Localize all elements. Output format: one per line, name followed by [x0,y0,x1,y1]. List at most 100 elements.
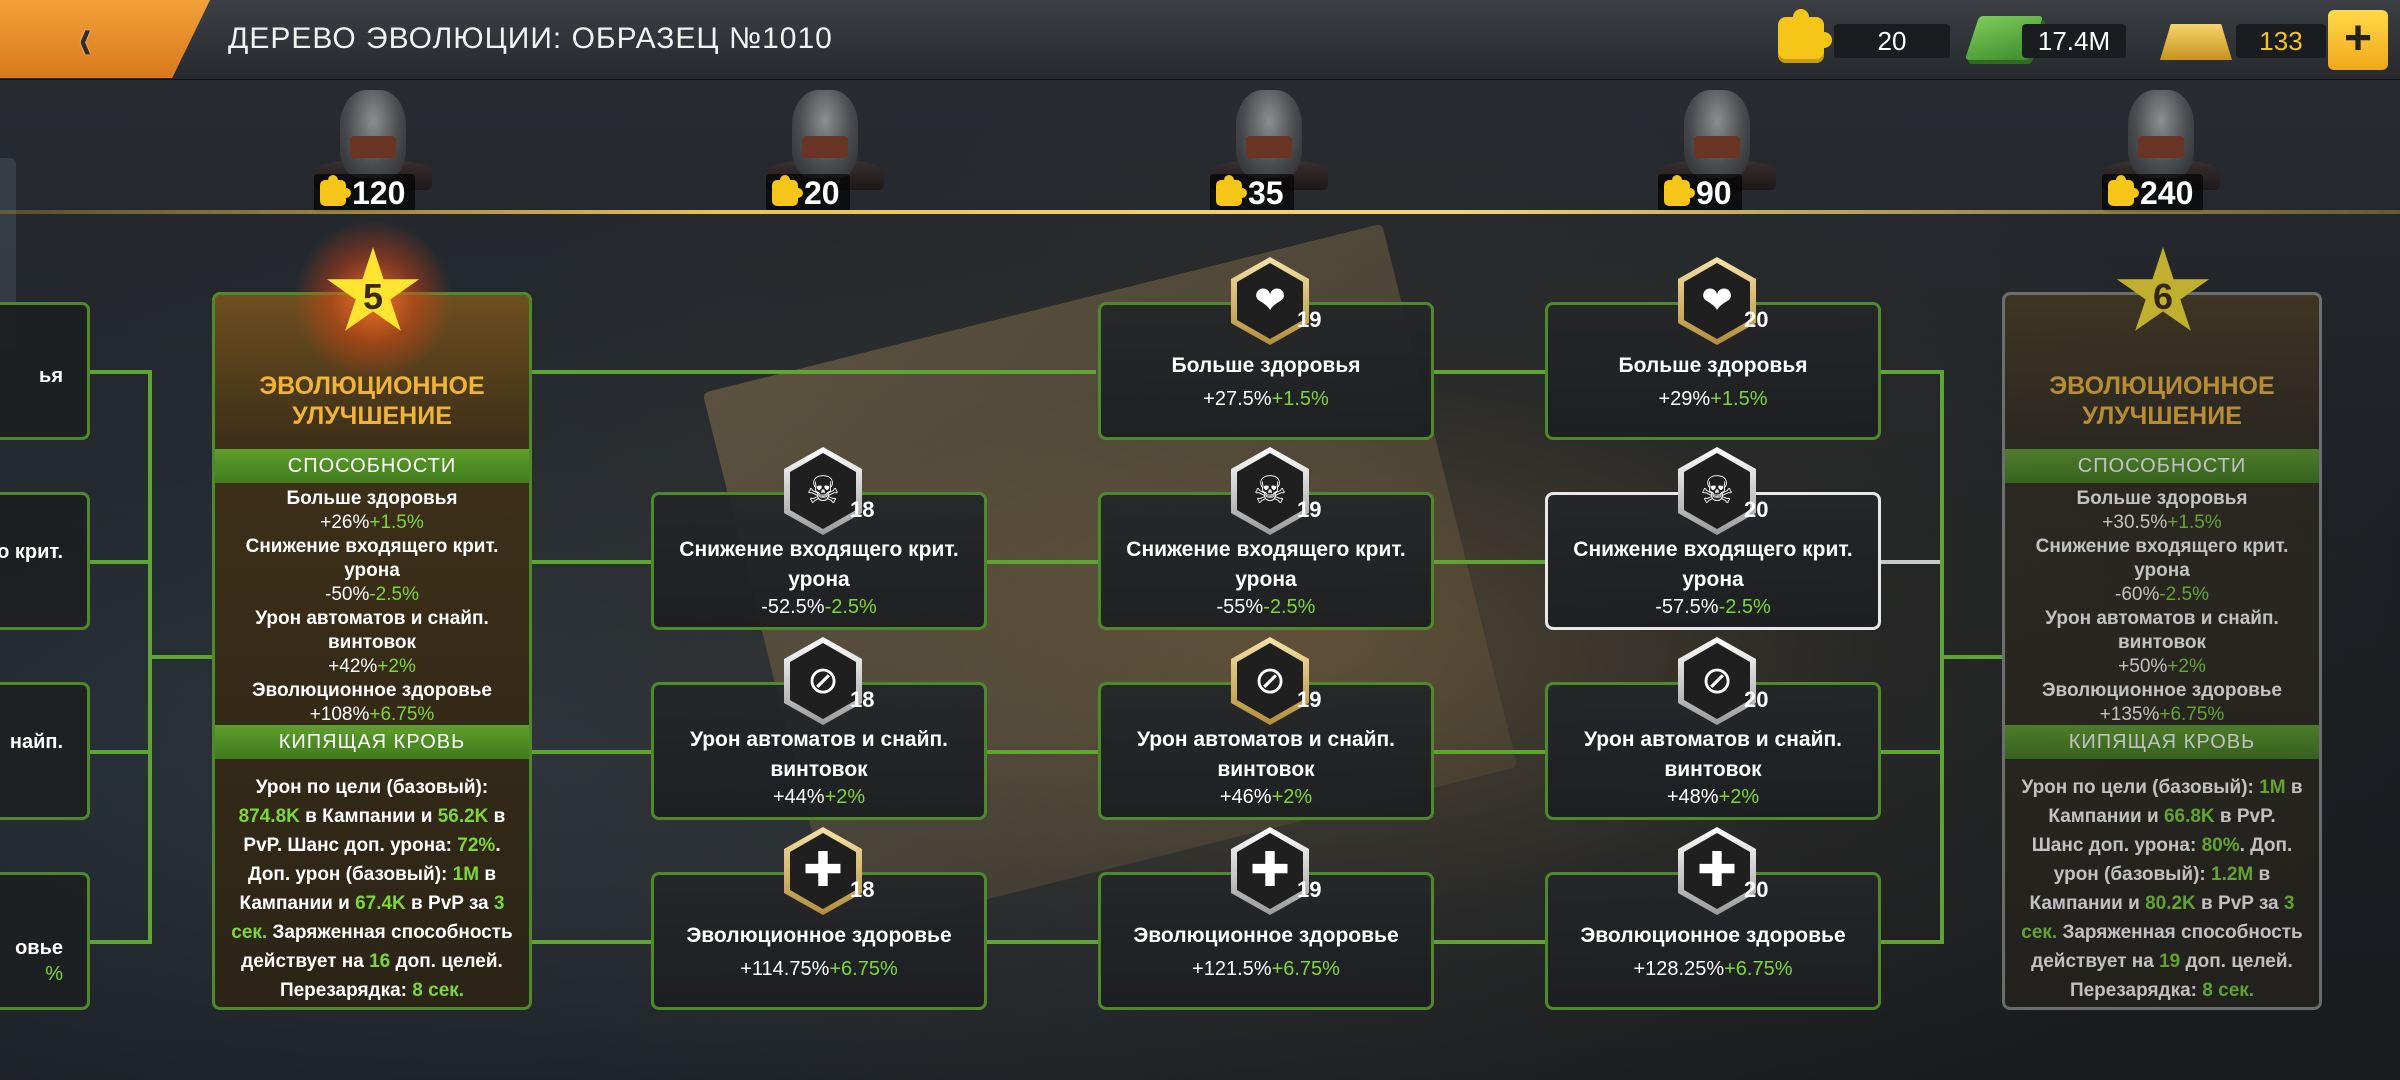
desc-line: Урон по цели (базовый): [255,777,489,798]
ability-name: Снижение входящего крит. [245,536,499,557]
puzzle-resource: 20 [1774,9,1954,66]
node-crit-reduction-19[interactable]: ☠ 19 Снижение входящего крит.урона -55%-… [1098,447,1434,630]
node-evo-health-19[interactable]: ✚ 19 Эволюционное здоровье +121.5%+6.75% [1098,827,1434,1010]
desc-value: 56.2K [437,806,489,827]
boiling-blood-description: Урон по цели (базовый): 1M в Кампании и … [2015,773,2309,1005]
back-button[interactable]: ‹ [0,0,210,78]
node-level: 19 [1297,877,1322,902]
node-title: Урон автоматов и снайп. винтовок [660,725,978,785]
partial-node-damage[interactable]: найп. [0,682,90,820]
node-health-19[interactable]: ❤ 19 Больше здоровья +27.5%+1.5% [1098,257,1434,440]
node-level: 18 [850,497,875,522]
zombie-face-icon [2128,90,2194,178]
node-title-line: винтовок [770,758,868,781]
desc-value: сек. [231,922,268,943]
ability-base: +30.5% [2102,512,2168,533]
node-bonus: -2.5% [824,596,877,618]
partial-node-evo-health[interactable]: овье % [0,872,90,1010]
zombie-mask [2138,136,2184,158]
ability-bonus: -2.5% [369,584,419,605]
puzzle-icon [1216,175,1247,206]
ability-base: +42% [328,656,378,677]
node-title-line: винтовок [1664,758,1762,781]
zombie-mask [350,136,396,158]
section-abilities: СПОСОБНОСТИ [2005,449,2319,483]
node-evo-health-18[interactable]: ✚ 18 Эволюционное здоровье +114.75%+6.75… [651,827,987,1010]
puzzle-icon [320,175,351,206]
node-rifle-damage-20[interactable]: ⊘ 20 Урон автоматов и снайп.винтовок +48… [1545,637,1881,820]
node-base: +128.25% [1633,958,1725,980]
node-crit-reduction-20-selected[interactable]: ☠ 20 Снижение входящего крит.урона -57.5… [1545,447,1881,630]
boiling-blood-description: Урон по цели (базовый): 874.8K в Кампани… [225,773,519,1005]
puzzle-icon [2108,175,2139,206]
partial-node-health[interactable]: ья [0,302,90,440]
node-rifle-damage-18[interactable]: ⊘ 18 Урон автоматов и снайп.винтовок +44… [651,637,987,820]
node-title: Эволюционное здоровье [1580,924,1846,947]
desc-text: Урон по цели (базовый): [2021,777,2260,798]
ability-name: урона [344,560,400,581]
node-value: +121.5%+6.75% [1101,958,1431,981]
tier-cost: 35 [1210,174,1294,212]
connector-line [1878,370,1944,374]
node-rifle-damage-19[interactable]: ⊘ 19 Урон автоматов и снайп.винтовок +46… [1098,637,1434,820]
connector-line [984,750,1100,754]
node-title-line: Урон автоматов и снайп. [689,728,949,751]
desc-text: Заряженная способность [2057,922,2303,943]
ability-base: +135% [2099,704,2160,725]
partial-node-label: овье [15,937,63,959]
connector-line [1430,560,1548,564]
node-health-20[interactable]: ❤ 20 Больше здоровья +29%+1.5% [1545,257,1881,440]
desc-value: 8 сек. [412,980,465,1001]
connector-line [1878,940,1944,944]
node-crit-reduction-18[interactable]: ☠ 18 Снижение входящего крит.урона -52.5… [651,447,987,630]
desc-value: сек. [2021,922,2058,943]
node-bonus: -2.5% [1718,596,1771,618]
partial-node-label: ья [39,365,63,387]
zombie-face-icon [340,90,406,178]
evo-card-current[interactable]: 5 ЭВОЛЮЦИОННОЕ УЛУЧШЕНИЕ СПОСОБНОСТИ Бол… [212,215,532,1010]
page-title: ДЕРЕВО ЭВОЛЮЦИИ: ОБРАЗЕЦ №1010 [228,22,833,55]
connector-line [90,750,152,754]
medical-cross-icon-badge: ✚ [1231,827,1309,915]
buy-gold-button[interactable]: + [2328,10,2388,70]
cash-amount: 17.4M [2022,24,2126,58]
evo-title-line: ЭВОЛЮЦИОННОЕ [259,372,485,400]
tier-head-5: 240 [2080,84,2240,214]
desc-value: 8 сек. [2202,980,2255,1001]
desc-value: 1.2M [2211,864,2254,885]
desc-value: 80% [2201,835,2240,856]
section-boiling-blood: КИПЯЩАЯ КРОВЬ [215,725,529,759]
skull-icon: ☠ [790,453,856,529]
bullets-icon: ⊘ [1237,643,1303,719]
ability-list: Больше здоровья +30.5%+1.5% Снижение вхо… [2005,487,2319,727]
node-value: +27.5%+1.5% [1101,388,1431,411]
connector-line-selected [1878,560,1944,564]
node-evo-health-20[interactable]: ✚ 20 Эволюционное здоровье +128.25%+6.75… [1545,827,1881,1010]
node-bonus: +6.75% [1271,958,1340,980]
bullets-icon-badge: ⊘ [1231,637,1309,725]
puzzle-icon [1778,9,1832,63]
desc-text: Шанс доп. урона: [2031,835,2202,856]
desc-text: Кампании и [2048,806,2164,827]
desc-value: 19 [2159,951,2181,972]
node-level: 20 [1744,877,1769,902]
medical-cross-icon: ✚ [1684,833,1750,909]
node-base: +121.5% [1192,958,1272,980]
medical-cross-icon-badge: ✚ [1678,827,1756,915]
node-value: +128.25%+6.75% [1548,958,1878,981]
chevron-left-icon: ‹ [78,4,92,73]
desc-text: Перезарядка: [2069,980,2203,1001]
desc-text: Перезарядка: [279,980,413,1001]
desc-text: в [2285,777,2303,798]
evo-card-next[interactable]: 6 ЭВОЛЮЦИОННОЕ УЛУЧШЕНИЕ СПОСОБНОСТИ Бол… [2002,247,2322,1010]
bullets-icon-badge: ⊘ [1678,637,1756,725]
desc-value: 1M [452,864,480,885]
tier-cost-value: 240 [2140,174,2194,211]
node-bonus: +6.75% [1724,958,1793,980]
desc-text: в [2253,864,2271,885]
node-title-line: Снижение входящего крит. [1126,538,1406,561]
zombie-mask [802,136,848,158]
node-level: 19 [1297,497,1322,522]
node-bonus: +2% [1271,786,1313,808]
partial-node-crit[interactable]: о крит. [0,492,90,630]
